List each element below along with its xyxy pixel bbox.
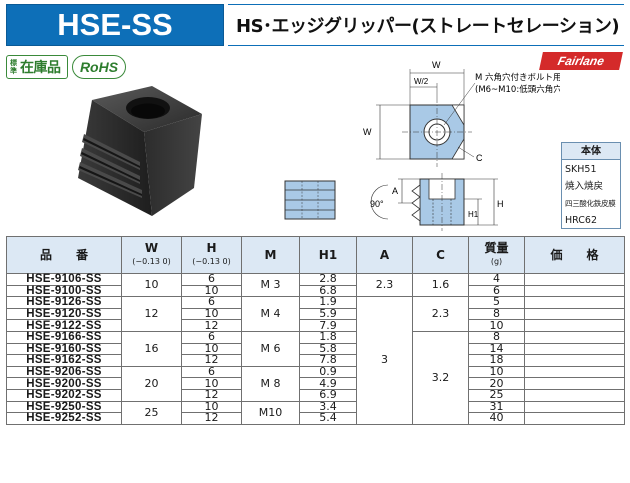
table-header-row: 品 番 W(−0.13 0) H(−0.13 0) M H1 A C 質量(g)… [6,236,625,274]
h-value: 12 [181,412,242,425]
product-name: HS･エッジグリッパー(ストレートセレーション) [228,4,624,46]
dim-h1: H1 [468,210,479,219]
price-value [524,400,625,414]
stock-badge: 標準 在庫品 [6,55,68,79]
table-row: HSE-9202-SS 12 6.9 25 [6,388,625,402]
dim-w-top: W [432,60,441,70]
w-value: 10 [121,272,182,298]
col-h: H(−0.13 0) [181,236,242,274]
part-number: HSE-9252-SS [6,412,122,425]
price-value [524,330,625,344]
col-m: M [241,236,300,274]
table-row: HSE-9122-SS 12 7.9 10 [6,319,625,332]
price-value [524,354,625,367]
price-value [524,296,625,309]
m-value: M 3 [241,272,300,298]
stock-badge-standard: 標準 [10,59,17,75]
col-price: 価 格 [524,236,625,274]
table-row: HSE-9206-SS 20 6 M 8 0.9 10 [6,365,625,402]
m-value: M 6 [241,330,300,367]
spec-table: 品 番 W(−0.13 0) H(−0.13 0) M H1 A C 質量(g)… [6,236,625,425]
table-row: HSE-9166-SS 16 6 M 6 1.8 3.2 8 [6,330,625,425]
dim-angle: 90° [370,199,384,209]
w-value: 25 [121,400,182,425]
price-value [524,307,625,321]
col-mass: 質量(g) [468,236,525,274]
material-spec: 本体 SKH51 焼入焼戻 四三酸化鉄皮膜 HRC62 [561,142,621,229]
rohs-badge: RoHS [72,55,126,79]
w-value: 20 [121,365,182,402]
m-value: M 8 [241,365,300,402]
part-number: HSE-9122-SS [6,319,122,332]
part-number: HSE-9106-SS [6,273,122,286]
a-value: 2.3 [356,272,413,298]
part-number: HSE-9162-SS [6,354,122,367]
part-number: HSE-9166-SS [6,330,122,344]
price-value [524,284,625,298]
table-row: HSE-9200-SS 10 4.9 20 [6,377,625,390]
dim-h: H [497,199,504,209]
col-c: C [412,236,469,274]
m-value: M 4 [241,296,300,332]
page-header: HSE-SS HS･エッジグリッパー(ストレートセレーション) [6,4,624,48]
serration-view [284,180,336,220]
dimension-drawing: W W/2 M 六角穴付きボルト用 (M6~M10:低頭六角穴付きボルト用) W… [363,60,560,231]
price-value [524,342,625,356]
dim-w-half: W/2 [414,77,429,86]
spec-hardness: HRC62 [565,215,597,226]
spec-coating: 四三酸化鉄皮膜 [565,199,616,208]
part-number: HSE-9100-SS [6,284,122,298]
part-number: HSE-9120-SS [6,307,122,321]
price-value [524,377,625,390]
m-value: M10 [241,400,300,425]
stock-badge-label: 在庫品 [20,60,61,76]
table-row: HSE-9160-SS 10 5.8 14 [6,342,625,356]
c-value: 3.2 [412,330,469,425]
a-value: 3 [356,296,413,425]
part-number: HSE-9160-SS [6,342,122,356]
dim-c: C [476,153,483,163]
col-w: W(−0.13 0) [121,236,182,274]
table-row: HSE-9106-SS 10 6 M 3 2.8 2.3 1.6 4 [6,272,625,298]
col-part: 品 番 [6,236,122,274]
dim-w-side: W [363,127,372,137]
c-value: 1.6 [412,272,469,298]
price-value [524,319,625,332]
bolt-note-sub: (M6~M10:低頭六角穴付きボルト用) [475,84,560,95]
table-row: HSE-9250-SS 25 10 M10 3.4 31 [6,400,625,425]
price-value [524,273,625,286]
h1-value: 4.9 [299,377,357,390]
part-number: HSE-9250-SS [6,400,122,414]
w-value: 16 [121,330,182,367]
spec-heat-treatment: 焼入焼戻 [565,181,604,192]
table-row: HSE-9100-SS 10 6.8 6 [6,284,625,298]
bolt-note: M 六角穴付きボルト用 [475,72,560,83]
part-number: HSE-9206-SS [6,365,122,379]
part-number: HSE-9200-SS [6,377,122,390]
table-row: HSE-9252-SS 12 5.4 40 [6,412,625,425]
dim-a: A [392,186,398,196]
table-row: HSE-9120-SS 10 5.9 8 [6,307,625,321]
product-photo [78,86,202,216]
part-number: HSE-9126-SS [6,296,122,309]
part-number: HSE-9202-SS [6,388,122,402]
col-a: A [356,236,413,274]
mass-value: 40 [468,412,525,425]
spec-title: 本体 [562,143,620,160]
col-h1: H1 [299,236,357,274]
product-code: HSE-SS [6,4,224,46]
w-value: 12 [121,296,182,332]
spec-material: SKH51 [565,164,597,175]
c-value: 2.3 [412,296,469,332]
price-value [524,388,625,402]
h1-value: 5.4 [299,412,357,425]
price-value [524,365,625,379]
table-row: HSE-9126-SS 12 6 M 4 1.9 3 2.3 5 [6,296,625,425]
table-row: HSE-9162-SS 12 7.8 18 [6,354,625,367]
price-value [524,412,625,425]
